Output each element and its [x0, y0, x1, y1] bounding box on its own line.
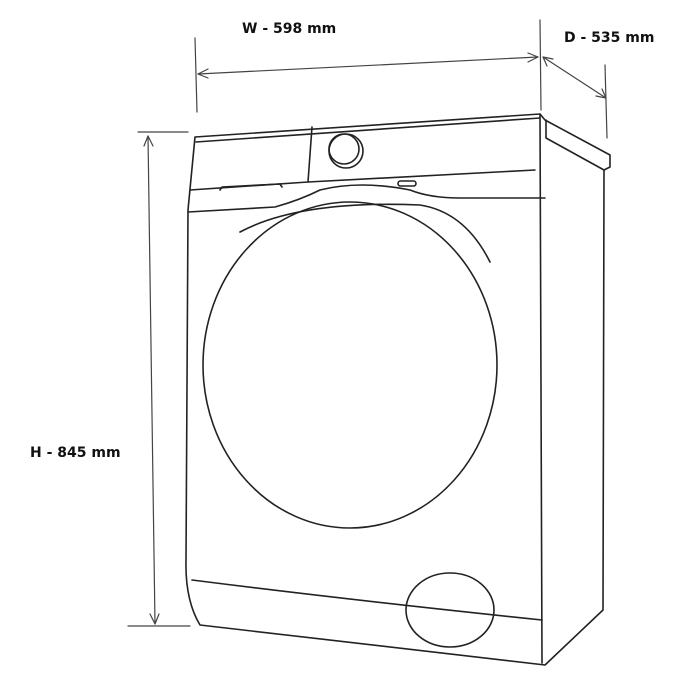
- drawer-handle: [219, 183, 283, 191]
- height-arrow-line: [147, 135, 156, 625]
- depth-extension: [604, 64, 608, 139]
- height-arrowheads: [143, 135, 160, 625]
- width-extension-right: [539, 19, 542, 111]
- depth-label: D - 535 mm: [564, 30, 655, 46]
- machine-body: [185, 113, 611, 666]
- width-arrowheads: [197, 52, 539, 79]
- top-front-edge: [195, 117, 541, 143]
- plinth-line: [191, 579, 543, 621]
- body-outline: [185, 113, 611, 666]
- indicator-light: [397, 180, 417, 187]
- width-extension-left: [194, 37, 198, 113]
- program-dial-rim: [328, 133, 364, 169]
- depth-arrow-line: [542, 56, 607, 99]
- front-right-edge: [539, 113, 543, 664]
- panel-bottom-edge: [187, 184, 546, 213]
- height-label: H - 845 mm: [30, 445, 121, 461]
- depth-arrowheads: [542, 56, 607, 99]
- control-panel-line: [307, 169, 536, 183]
- filter-cover: [405, 572, 495, 648]
- door-frame-top: [239, 203, 491, 263]
- door-glass: [202, 201, 498, 529]
- dimension-lines: [127, 19, 608, 627]
- width-arrow-line: [197, 56, 539, 75]
- top-side-edge: [545, 119, 605, 171]
- width-label: W - 598 mm: [242, 21, 337, 37]
